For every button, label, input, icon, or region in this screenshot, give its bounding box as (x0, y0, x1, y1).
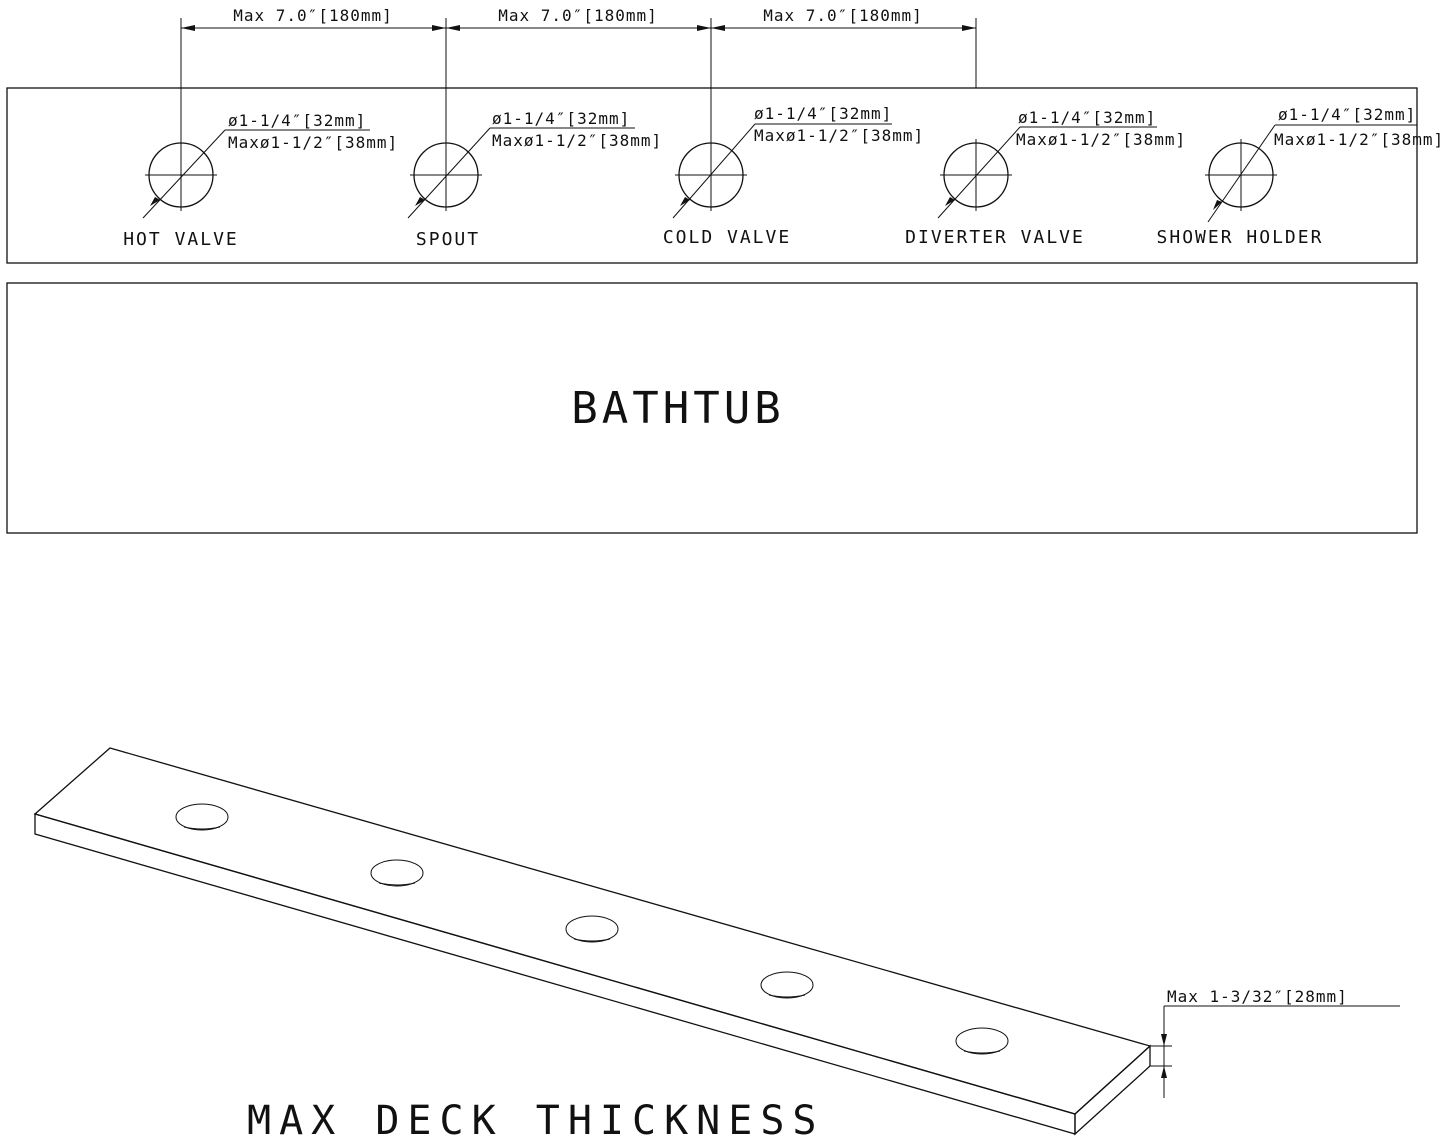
hole-max-dia-label: Maxø1-1/2″[38mm] (1274, 130, 1444, 149)
spacing-dim-2: Max 7.0″[180mm] (498, 6, 658, 25)
bathtub-outline (6, 282, 1418, 534)
hole-name-label: HOT VALVE (123, 229, 239, 250)
deck-hole-4 (760, 971, 814, 999)
hole-name-label: COLD VALVE (663, 227, 791, 248)
deck-hole-2 (370, 859, 424, 887)
hole-max-dia-label: Maxø1-1/2″[38mm] (228, 133, 398, 152)
hole-spout: ø1-1/4″[32mm] Maxø1-1/2″[38mm] SPOUT (407, 109, 662, 250)
spacing-dim-3: Max 7.0″[180mm] (763, 6, 923, 25)
hole-dia-label: ø1-1/4″[32mm] (492, 109, 630, 128)
hole-cold-valve: ø1-1/4″[32mm] Maxø1-1/2″[38mm] COLD VALV… (663, 104, 924, 248)
deck-hole-3 (565, 915, 619, 943)
deck-hole-5 (955, 1027, 1009, 1055)
spacing-dim-1: Max 7.0″[180mm] (233, 6, 393, 25)
hole-name-label: SPOUT (416, 229, 480, 250)
hole-dia-label: ø1-1/4″[32mm] (754, 104, 892, 123)
hole-name-label: DIVERTER VALVE (905, 227, 1085, 248)
hole-dia-label: ø1-1/4″[32mm] (1278, 105, 1416, 124)
hole-name-label: SHOWER HOLDER (1157, 227, 1324, 248)
deck-title: MAX DECK THICKNESS (247, 1098, 824, 1140)
deck-isometric-view (33, 747, 1152, 1136)
hole-dia-label: ø1-1/4″[32mm] (228, 111, 366, 130)
deck-plan-outline (6, 87, 1418, 264)
hole-hot-valve: ø1-1/4″[32mm] Maxø1-1/2″[38mm] HOT VALVE (123, 111, 398, 250)
thickness-dim-label: Max 1-3/32″[28mm] (1167, 987, 1348, 1006)
hole-max-dia-label: Maxø1-1/2″[38mm] (492, 131, 662, 150)
hole-shower-holder: ø1-1/4″[32mm] Maxø1-1/2″[38mm] SHOWER HO… (1157, 105, 1444, 248)
spacing-dimensions: Max 7.0″[180mm] Max 7.0″[180mm] Max 7.0″… (180, 6, 977, 175)
hole-max-dia-label: Maxø1-1/2″[38mm] (754, 126, 924, 145)
hole-diverter-valve: ø1-1/4″[32mm] Maxø1-1/2″[38mm] DIVERTER … (905, 108, 1186, 248)
thickness-dimension: Max 1-3/32″[28mm] (1150, 987, 1400, 1098)
hole-dia-label: ø1-1/4″[32mm] (1018, 108, 1156, 127)
bathtub-label: BATHTUB (571, 383, 784, 434)
hole-max-dia-label: Maxø1-1/2″[38mm] (1016, 130, 1186, 149)
deck-hole-1 (175, 803, 229, 831)
